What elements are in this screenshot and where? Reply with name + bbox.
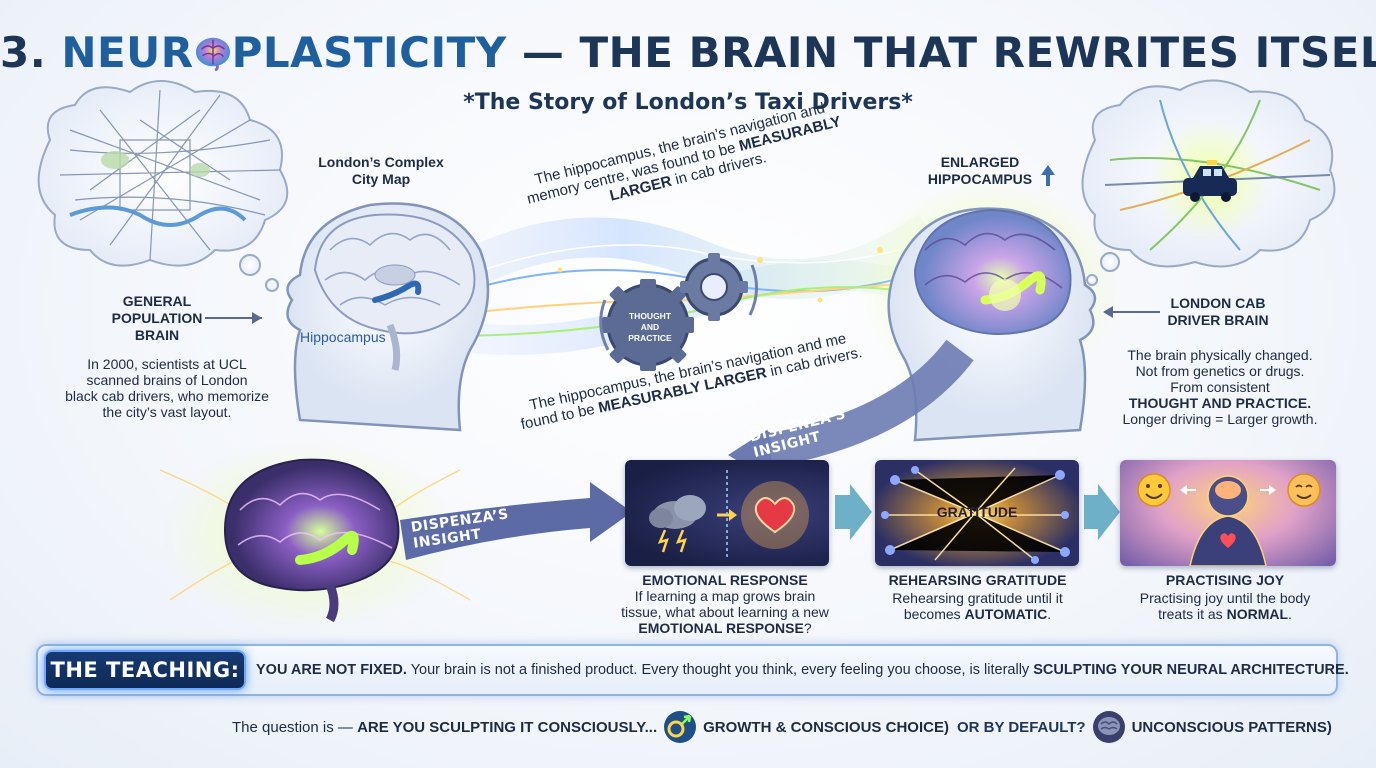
page-subtitle: *The Story of London’s Taxi Drivers* bbox=[463, 90, 913, 115]
teaching-emphasis: YOU ARE NOT FIXED. bbox=[256, 662, 407, 678]
joy-panel bbox=[1120, 460, 1336, 566]
step-title: EMOTIONAL RESPONSE bbox=[642, 572, 808, 588]
study-line: scanned brains of London bbox=[86, 372, 248, 388]
step-practising-joy: PRACTISING JOY Practising joy until the … bbox=[1100, 572, 1350, 622]
step-line: Practising joy until the body bbox=[1139, 590, 1311, 606]
joy-art bbox=[1137, 473, 1321, 566]
up-arrow-icon bbox=[1041, 165, 1055, 186]
hippocampus-label: Hippocampus bbox=[300, 329, 386, 345]
question-unconscious: UNCONSCIOUS PATTERNS) bbox=[1131, 718, 1332, 736]
step-line: becomes bbox=[903, 606, 961, 622]
step-line: treats it as bbox=[1158, 606, 1223, 622]
question-lead: The question is — bbox=[232, 718, 358, 736]
enlarged-hippocampus-label: ENLARGED HIPPOCAMPUS bbox=[920, 154, 1040, 188]
heart-icon bbox=[754, 497, 796, 534]
enlarged-label-line: HIPPOCAMPUS bbox=[927, 171, 1033, 187]
brain-icon bbox=[195, 37, 230, 71]
cab-driver-brain-label: LONDON CAB DRIVER BRAIN bbox=[1158, 295, 1278, 329]
london-map-cloud bbox=[37, 80, 289, 292]
teaching-emphasis: SCULPTING YOUR NEURAL ARCHITECTURE. bbox=[1033, 662, 1349, 678]
cab-label-line: LONDON CAB bbox=[1170, 295, 1266, 311]
gear-label-line: THOUGHT bbox=[628, 311, 672, 321]
gratitude-panel-label: GRATITUDE bbox=[936, 504, 1018, 520]
gear-label-line: PRACTICE bbox=[628, 333, 672, 343]
smiley-icon bbox=[1287, 473, 1321, 507]
question-line: The question is — ARE YOU SCULPTING IT C… bbox=[232, 711, 1352, 743]
general-brain-label: GENERAL POPULATION BRAIN bbox=[92, 293, 222, 344]
step-line: ? bbox=[803, 620, 812, 636]
change-line: Longer driving = Larger growth. bbox=[1122, 411, 1318, 427]
map-label: London’s Complex City Map bbox=[306, 154, 456, 188]
change-line: Not from genetics or drugs. bbox=[1135, 363, 1305, 379]
smiley-icon bbox=[1137, 473, 1171, 507]
storm-cloud-icon bbox=[649, 495, 706, 553]
step-line: Rehearsing gratitude until it bbox=[892, 590, 1063, 606]
step-line: tissue, what about learning a new bbox=[621, 604, 829, 620]
page-title: 3. NEUR PLASTICITY — THE BRAIN THAT REWR… bbox=[0, 28, 1376, 77]
step-emotional-response: EMOTIONAL RESPONSE If learning a map gro… bbox=[590, 572, 860, 636]
question-growth: GROWTH & CONSCIOUS CHOICE) bbox=[703, 718, 949, 736]
map-label-line: City Map bbox=[351, 171, 411, 187]
general-population-head bbox=[286, 202, 490, 432]
title-accent-2: PLASTICITY bbox=[231, 28, 507, 77]
step-title: REHEARSING GRATITUDE bbox=[888, 572, 1067, 588]
brain-icon bbox=[1092, 711, 1125, 743]
cab-label-line: DRIVER BRAIN bbox=[1167, 312, 1269, 328]
insight-straight-arrow bbox=[400, 482, 632, 560]
question-default: OR BY DEFAULT? bbox=[956, 718, 1086, 736]
study-line: black cab drivers, who memorize bbox=[65, 388, 269, 404]
step-arrow-2 bbox=[1084, 484, 1120, 540]
general-brain-label-line: POPULATION bbox=[111, 310, 203, 326]
gratitude-neurons bbox=[881, 466, 1070, 564]
general-brain-label-line: GENERAL bbox=[122, 293, 192, 309]
teaching-bar bbox=[36, 644, 1338, 696]
title-accent-1: NEUR bbox=[61, 28, 194, 77]
taxi-icon bbox=[1183, 160, 1237, 202]
change-description: The brain physically changed. Not from g… bbox=[1100, 347, 1340, 427]
step-emphasis: AUTOMATIC bbox=[964, 606, 1048, 622]
emotional-response-panel bbox=[625, 460, 829, 566]
step-line: . bbox=[1047, 606, 1052, 622]
taxi-map-cloud bbox=[1081, 79, 1336, 286]
insight-curved-arrow bbox=[757, 339, 974, 469]
step-line: . bbox=[1288, 606, 1292, 622]
study-line: the city’s vast layout. bbox=[102, 404, 232, 420]
step-emphasis: NORMAL bbox=[1226, 606, 1289, 622]
glowing-brain-illustration bbox=[159, 440, 471, 630]
map-label-line: London’s Complex bbox=[318, 154, 444, 170]
title-number: 3. bbox=[0, 28, 47, 77]
step-emphasis: EMOTIONAL RESPONSE bbox=[638, 620, 804, 636]
step-rehearsing-gratitude: REHEARSING GRATITUDE Rehearsing gratitud… bbox=[855, 572, 1100, 622]
gear-icon bbox=[599, 253, 758, 371]
gear-label-line: AND bbox=[640, 322, 660, 332]
enlarged-label-line: ENLARGED bbox=[940, 154, 1020, 170]
gear-label: THOUGHT AND PRACTICE bbox=[623, 311, 677, 344]
change-line: The brain physically changed. bbox=[1127, 347, 1313, 363]
study-description: In 2000, scientists at UCL scanned brain… bbox=[42, 356, 292, 420]
step-arrow-1 bbox=[835, 484, 872, 540]
growth-gear-icon bbox=[664, 711, 697, 743]
study-line: In 2000, scientists at UCL bbox=[87, 356, 247, 372]
general-brain-label-line: BRAIN bbox=[134, 327, 180, 343]
title-rest: — THE BRAIN THAT REWRITES ITSELF bbox=[521, 28, 1376, 77]
teaching-body: Your brain is not a finished product. Ev… bbox=[406, 662, 1034, 678]
step-title: PRACTISING JOY bbox=[1165, 572, 1285, 588]
teaching-text: YOU ARE NOT FIXED. Your brain is not a f… bbox=[256, 662, 1349, 678]
question-conscious: ARE YOU SCULPTING IT CONSCIOUSLY... bbox=[357, 718, 658, 736]
gratitude-panel: GRATITUDE bbox=[875, 460, 1079, 566]
emotional-response-art bbox=[649, 470, 809, 560]
illustration-canvas bbox=[37, 79, 1336, 630]
change-line: THOUGHT AND PRACTICE. bbox=[1128, 395, 1312, 411]
teaching-label: THE TEACHING: bbox=[44, 650, 246, 690]
change-line: From consistent bbox=[1170, 379, 1270, 395]
step-line: If learning a map grows brain bbox=[634, 588, 816, 604]
